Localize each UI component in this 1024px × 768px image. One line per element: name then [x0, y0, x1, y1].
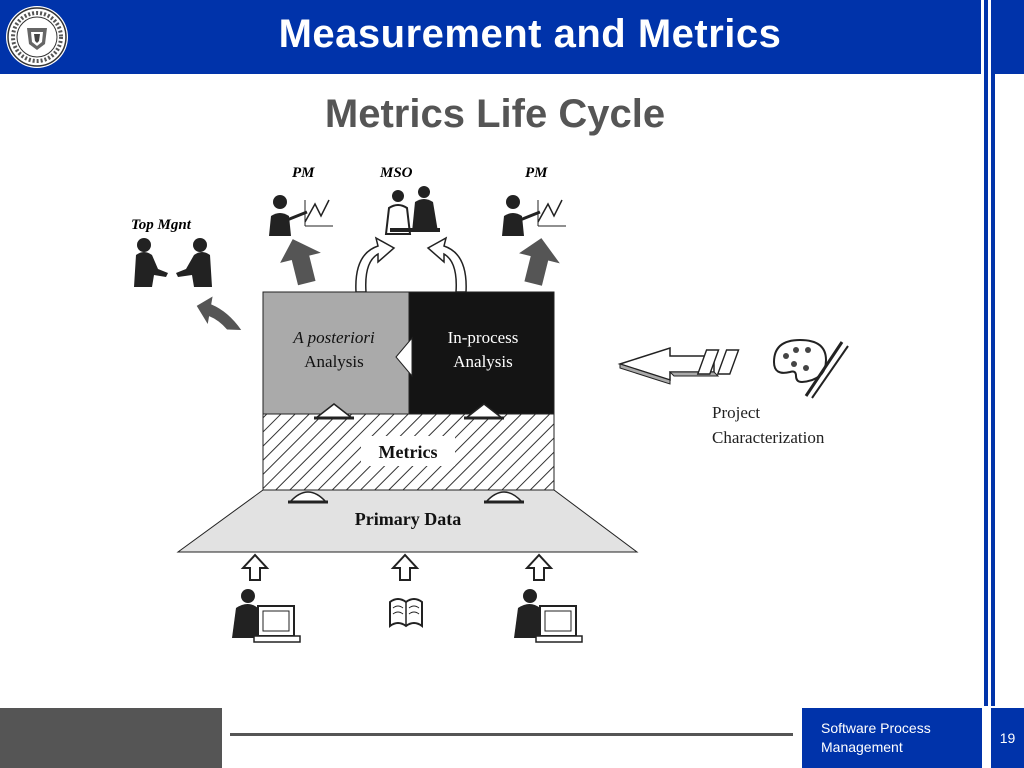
right-border [984, 74, 988, 706]
palette-icon [772, 338, 849, 399]
footer-course-label: Management [821, 739, 903, 755]
role-label-pm-right: PM [525, 165, 548, 181]
curved-arrow-icon [426, 236, 467, 293]
footer-rule [230, 733, 793, 736]
inprocess-label: Analysis [453, 352, 513, 371]
slide-subtitle: Metrics Life Cycle [324, 92, 666, 136]
university-seal-icon [6, 6, 68, 68]
metrics-label: Metrics [379, 442, 438, 462]
computer-user-icon [232, 589, 301, 643]
project-characterization-label: Project [712, 403, 760, 422]
primary-data-platform [176, 489, 639, 553]
page-number: 19 [991, 708, 1024, 768]
left-arrow-icon [395, 336, 413, 378]
presenter-icon [269, 195, 333, 236]
up-arrow-icon [240, 553, 270, 581]
inprocess-analysis-box [408, 291, 555, 415]
up-arrow-icon [519, 238, 560, 286]
role-label-pm-left: PM [292, 165, 315, 181]
header-divider [988, 0, 991, 74]
metrics-label-box [361, 436, 455, 466]
handshake-icon [134, 238, 212, 287]
footer-course-box: Software Process Management [802, 708, 982, 768]
role-label-top-mgmt: Top Mgnt [131, 217, 192, 233]
header-separator [0, 74, 1024, 78]
role-label-mso: MSO [379, 165, 413, 181]
header-divider [981, 0, 984, 74]
curved-arrow-icon [196, 296, 242, 330]
up-arrow-icon [280, 239, 321, 286]
inprocess-label: In-process [448, 328, 519, 347]
metrics-life-cycle-diagram: PM MSO PM Top Mgnt [131, 165, 849, 643]
book-icon [389, 598, 423, 628]
computer-user-icon [514, 589, 583, 643]
project-characterization-label: Characterization [712, 428, 825, 447]
right-border [991, 74, 1024, 706]
slide-header: Measurement and Metrics [0, 0, 1024, 74]
presenter-icon [502, 195, 566, 236]
posteriori-label: A posteriori [292, 328, 375, 347]
posteriori-label: Analysis [304, 352, 364, 371]
footer-gray-block [0, 708, 222, 768]
up-arrow-icon [390, 553, 420, 581]
block-arrow-icon [617, 346, 740, 385]
primary-data-label: Primary Data [355, 509, 461, 529]
up-arrow-icon [524, 553, 554, 581]
curved-arrow-icon [355, 236, 396, 293]
meeting-icon [384, 186, 440, 235]
footer-course-label: Software Process [821, 720, 931, 736]
slide-header-title: Measurement and Metrics [278, 12, 782, 56]
footer-divider [984, 708, 991, 768]
